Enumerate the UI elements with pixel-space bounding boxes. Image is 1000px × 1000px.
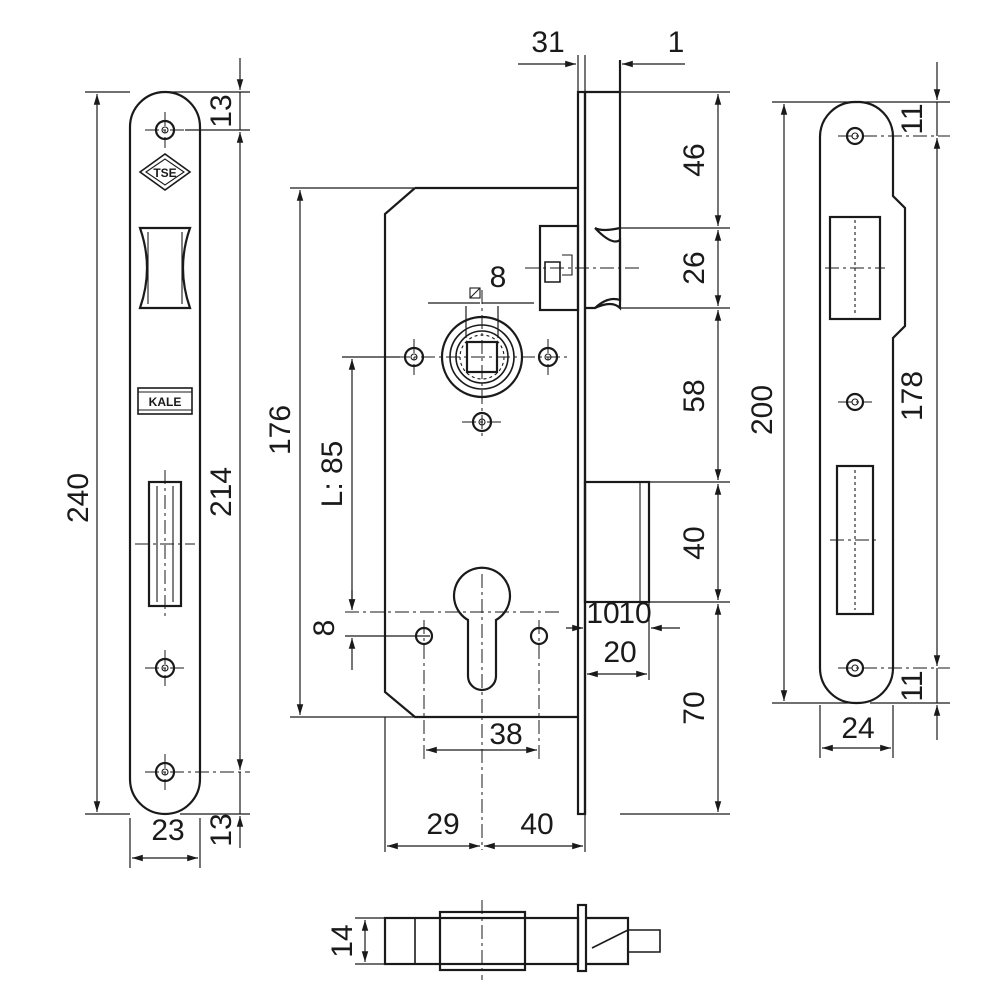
lock-body-dimensions: 31 1 46 26 58 40 70 176 L: 85 8 10 [264,26,730,965]
strike-screw-bottom [838,658,950,678]
dim-10-b: 10 [618,597,651,630]
strike-screw-top [838,126,950,146]
strike-plate-view [818,100,950,705]
faceplate-screw-top [145,112,185,148]
hub-screw-right [537,339,559,375]
spindle-hub: 8 [396,261,568,438]
dim-1: 1 [668,26,685,59]
faceplate-screw-bottom [145,754,250,790]
hub-screw-bottom [462,411,502,433]
dim-40-horizontal: 40 [520,808,553,841]
kale-logo: KALE [137,387,193,415]
dim-176: 176 [264,405,297,455]
faceplate-screw-middle [145,650,185,686]
latch-bolt [525,60,640,312]
dim-29: 29 [426,808,459,841]
dim-200: 200 [746,385,779,435]
lock-bottom-section-view [383,900,661,980]
deadbolt [583,480,651,604]
cylinder-cutout [345,566,560,850]
dim-70: 70 [678,691,711,724]
dim-46: 46 [678,143,711,176]
dim-58: 58 [678,379,711,412]
faceplate-front-view: TSE KALE [128,90,250,816]
dim-178: 178 [896,371,929,421]
dim-8-cylinder: 8 [308,620,341,637]
strike-screw-middle [838,392,872,412]
tse-logo-text: TSE [153,166,176,180]
dim-13-bottom: 13 [205,813,238,846]
dim-10-a: 10 [586,597,619,630]
faceplate-latch-opening [138,226,192,310]
dim-13-top: 13 [205,94,238,127]
kale-logo-text: KALE [149,395,182,409]
dim-40-vertical: 40 [678,526,711,559]
dim-26: 26 [678,251,711,284]
dim-14: 14 [326,924,359,957]
dim-214: 214 [205,467,238,517]
faceplate-dimensions: 240 13 214 13 23 [62,58,250,868]
strike-plate-dimensions: 200 11 178 11 24 [746,62,950,758]
dim-240: 240 [62,473,95,523]
tse-logo: TSE [138,153,192,191]
strike-plate-outline [818,100,907,705]
dim-20: 20 [603,636,636,669]
hub-screw-left [403,339,425,375]
dim-24: 24 [841,712,874,745]
lock-case-outline [383,186,578,719]
dim-L85: L: 85 [316,441,349,508]
dim-11-top: 11 [896,103,929,134]
dim-38: 38 [489,718,522,751]
faceplate-outline [128,90,202,816]
dim-11-bottom: 11 [896,670,929,701]
dim-23: 23 [151,814,184,847]
lock-body-side-view: 8 [290,60,661,980]
dim-8-spindle: 8 [490,261,507,294]
dim-31: 31 [531,26,564,59]
